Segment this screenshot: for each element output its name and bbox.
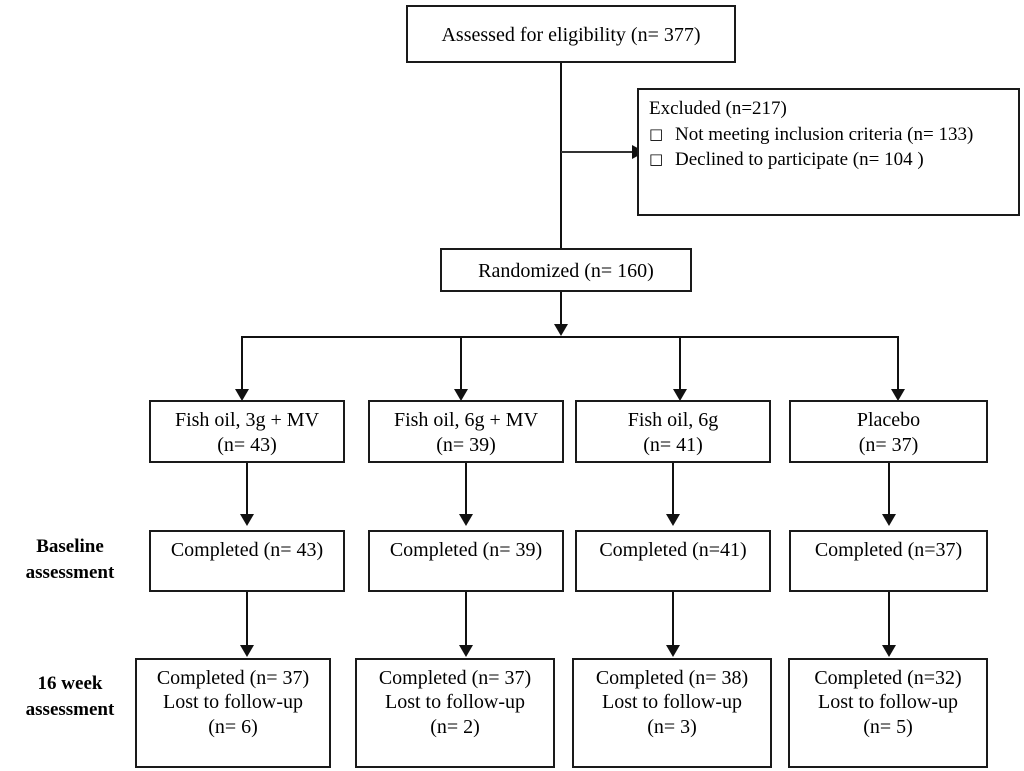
connector-randomized-stem — [560, 292, 562, 326]
week16-2-line3: (n= 2) — [430, 715, 480, 738]
excluded-item: □ Not meeting inclusion criteria (n= 133… — [649, 123, 1010, 148]
row-label-week16-line1: 16 week — [37, 673, 103, 694]
row-label-16-week-assessment: 16 week assessment — [0, 671, 140, 722]
node-baseline-2: Completed (n= 39) — [368, 530, 564, 592]
node-group-2: Fish oil, 6g + MV (n= 39) — [368, 400, 564, 463]
node-week16-1: Completed (n= 37) Lost to follow-up (n= … — [135, 658, 331, 768]
arrowhead-randomized-to-bar — [554, 324, 568, 336]
connector-distribution-bar — [241, 336, 899, 338]
baseline-2-line1: Completed (n= 39) — [389, 539, 543, 561]
row-label-baseline-line2: assessment — [25, 561, 115, 583]
node-excluded: Excluded (n=217) □ Not meeting inclusion… — [637, 88, 1020, 216]
node-randomized: Randomized (n= 160) — [440, 248, 692, 292]
week16-3-line2: Lost to follow-up — [602, 691, 742, 714]
connector-baseline2-to-week16-2 — [465, 592, 467, 649]
node-baseline-4: Completed (n=37) — [789, 530, 988, 592]
connector-baseline3-to-week16-3 — [672, 592, 674, 649]
connector-group3-to-baseline3 — [672, 463, 674, 519]
node-week16-2: Completed (n= 37) Lost to follow-up (n= … — [355, 658, 555, 768]
randomized-text: Randomized (n= 160) — [478, 259, 654, 282]
row-label-baseline-assessment: Baseline assessment — [0, 534, 140, 585]
excluded-item-text: Not meeting inclusion criteria (n= 133) — [675, 123, 974, 145]
group-4-line1: Placebo — [856, 409, 921, 432]
group-3-line1: Fish oil, 6g — [627, 409, 719, 432]
group-2-line2: (n= 39) — [436, 433, 496, 456]
connector-branch-2 — [460, 336, 462, 394]
week16-3-line1: Completed (n= 38) — [595, 667, 749, 689]
row-label-week16-line2: assessment — [25, 698, 115, 720]
node-assessed-for-eligibility: Assessed for eligibility (n= 377) — [406, 5, 736, 63]
excluded-item-text: Declined to participate (n= 104 ) — [675, 149, 924, 171]
node-group-3: Fish oil, 6g (n= 41) — [575, 400, 771, 463]
connector-to-excluded — [561, 151, 634, 153]
node-baseline-3: Completed (n=41) — [575, 530, 771, 592]
arrowhead-branch-4 — [891, 389, 905, 401]
week16-2-line2: Lost to follow-up — [385, 691, 525, 714]
arrowhead-group1-to-baseline1 — [240, 514, 254, 526]
arrowhead-branch-2 — [454, 389, 468, 401]
week16-2-line1: Completed (n= 37) — [378, 667, 532, 689]
arrowhead-baseline1-to-week16-1 — [240, 645, 254, 657]
connector-group2-to-baseline2 — [465, 463, 467, 519]
arrowhead-group4-to-baseline4 — [882, 514, 896, 526]
group-1-line2: (n= 43) — [217, 433, 277, 456]
week16-4-line2: Lost to follow-up — [818, 691, 958, 714]
square-bullet-icon: □ — [649, 124, 664, 143]
excluded-item: □ Declined to participate (n= 104 ) — [649, 148, 1010, 173]
week16-3-line3: (n= 3) — [647, 715, 697, 738]
week16-1-line1: Completed (n= 37) — [156, 667, 310, 689]
group-4-line2: (n= 37) — [858, 433, 919, 456]
connector-branch-3 — [679, 336, 681, 394]
node-baseline-1: Completed (n= 43) — [149, 530, 345, 592]
node-week16-3: Completed (n= 38) Lost to follow-up (n= … — [572, 658, 772, 768]
week16-1-line3: (n= 6) — [208, 715, 258, 738]
node-group-4: Placebo (n= 37) — [789, 400, 988, 463]
baseline-1-line1: Completed (n= 43) — [170, 539, 324, 561]
week16-4-line1: Completed (n=32) — [814, 667, 962, 689]
arrowhead-branch-1 — [235, 389, 249, 401]
connector-assessed-to-randomized — [560, 63, 562, 248]
node-group-1: Fish oil, 3g + MV (n= 43) — [149, 400, 345, 463]
row-label-baseline-line1: Baseline — [36, 536, 104, 557]
arrowhead-baseline3-to-week16-3 — [666, 645, 680, 657]
arrowhead-baseline4-to-week16-4 — [882, 645, 896, 657]
arrowhead-group3-to-baseline3 — [666, 514, 680, 526]
connector-baseline4-to-week16-4 — [888, 592, 890, 649]
connector-baseline1-to-week16-1 — [246, 592, 248, 649]
connector-branch-4 — [897, 336, 899, 394]
connector-group1-to-baseline1 — [246, 463, 248, 519]
baseline-3-line1: Completed (n=41) — [599, 539, 747, 561]
group-2-line1: Fish oil, 6g + MV — [393, 409, 539, 432]
group-3-line2: (n= 41) — [643, 433, 703, 456]
arrowhead-branch-3 — [673, 389, 687, 401]
excluded-heading: Excluded (n=217) — [649, 98, 787, 119]
group-1-line1: Fish oil, 3g + MV — [174, 409, 320, 432]
week16-4-line3: (n= 5) — [863, 715, 913, 738]
connector-branch-1 — [241, 336, 243, 394]
connector-group4-to-baseline4 — [888, 463, 890, 519]
arrowhead-group2-to-baseline2 — [459, 514, 473, 526]
node-week16-4: Completed (n=32) Lost to follow-up (n= 5… — [788, 658, 988, 768]
week16-1-line2: Lost to follow-up — [163, 691, 303, 714]
assessed-text: Assessed for eligibility (n= 377) — [441, 23, 701, 46]
arrowhead-baseline2-to-week16-2 — [459, 645, 473, 657]
square-bullet-icon: □ — [649, 150, 664, 169]
baseline-4-line1: Completed (n=37) — [814, 539, 963, 561]
